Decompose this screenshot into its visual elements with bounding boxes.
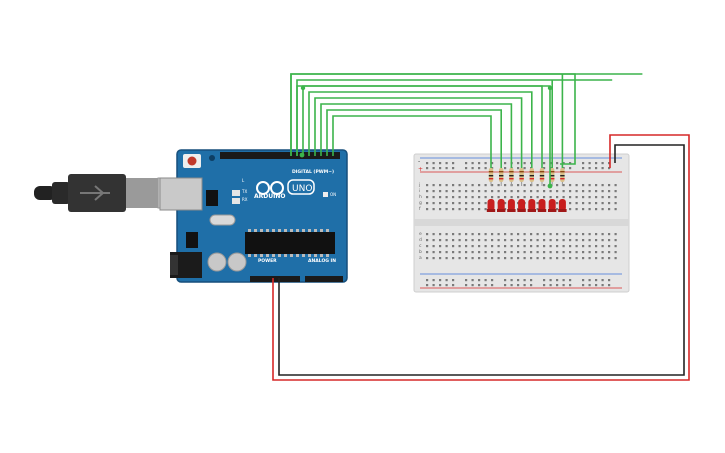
resistor[interactable]	[550, 162, 555, 186]
row-letter: f	[419, 206, 421, 212]
arduino-logo-icon	[256, 181, 284, 195]
row-letter: b	[419, 249, 422, 255]
wire-junction	[300, 85, 306, 91]
row-letter: i	[419, 188, 420, 194]
analog-header[interactable]	[305, 276, 343, 282]
row-letter: e	[419, 232, 422, 237]
row-letter: c	[419, 244, 422, 249]
rail-minus-label: -	[418, 158, 420, 165]
led[interactable]	[486, 199, 496, 212]
row-letter: j	[418, 182, 420, 188]
on-label: ON	[330, 192, 336, 197]
rx-label: RX	[242, 197, 248, 202]
signal-wire[interactable]	[314, 97, 523, 168]
signal-wire[interactable]	[308, 91, 533, 168]
microcontroller-chip	[245, 232, 335, 254]
led[interactable]	[497, 199, 506, 212]
arduino-uno-board[interactable]: DIGITAL (PWM~) ARDUINO UNO TX RX L ON PO…	[159, 149, 348, 283]
led[interactable]	[548, 199, 557, 212]
led[interactable]	[527, 199, 536, 212]
digital-header-label: DIGITAL (PWM~)	[292, 169, 334, 175]
led-array[interactable]	[486, 199, 567, 212]
signal-wire[interactable]	[290, 73, 576, 165]
tx-label: TX	[241, 189, 247, 194]
l-label: L	[242, 178, 245, 183]
led[interactable]	[507, 199, 516, 212]
signal-wire[interactable]	[326, 109, 503, 168]
wire-junction	[547, 183, 553, 189]
power-header-label: POWER	[258, 258, 277, 264]
brand-label: ARDUINO	[254, 193, 285, 200]
signal-wire[interactable]	[296, 85, 551, 186]
rail-plus-label: +	[418, 166, 423, 173]
signal-wire[interactable]	[320, 103, 513, 168]
ground-wire[interactable]	[278, 144, 685, 376]
analog-header-label: ANALOG IN	[308, 258, 336, 264]
signal-wires[interactable]	[290, 73, 643, 189]
wire-junction	[299, 152, 305, 158]
power-wire[interactable]	[272, 134, 690, 381]
led[interactable]	[517, 199, 526, 212]
model-label: UNO	[292, 184, 312, 194]
led[interactable]	[537, 199, 547, 212]
row-letter: h	[419, 194, 422, 200]
led[interactable]	[558, 199, 567, 212]
signal-wire[interactable]	[332, 115, 492, 168]
wire-junction	[547, 85, 553, 91]
resistor[interactable]	[499, 162, 504, 186]
power-header[interactable]	[250, 276, 300, 282]
row-letter: a	[419, 256, 422, 261]
row-letter: d	[419, 237, 422, 243]
row-letter: g	[419, 201, 422, 206]
digital-header[interactable]	[220, 152, 340, 159]
